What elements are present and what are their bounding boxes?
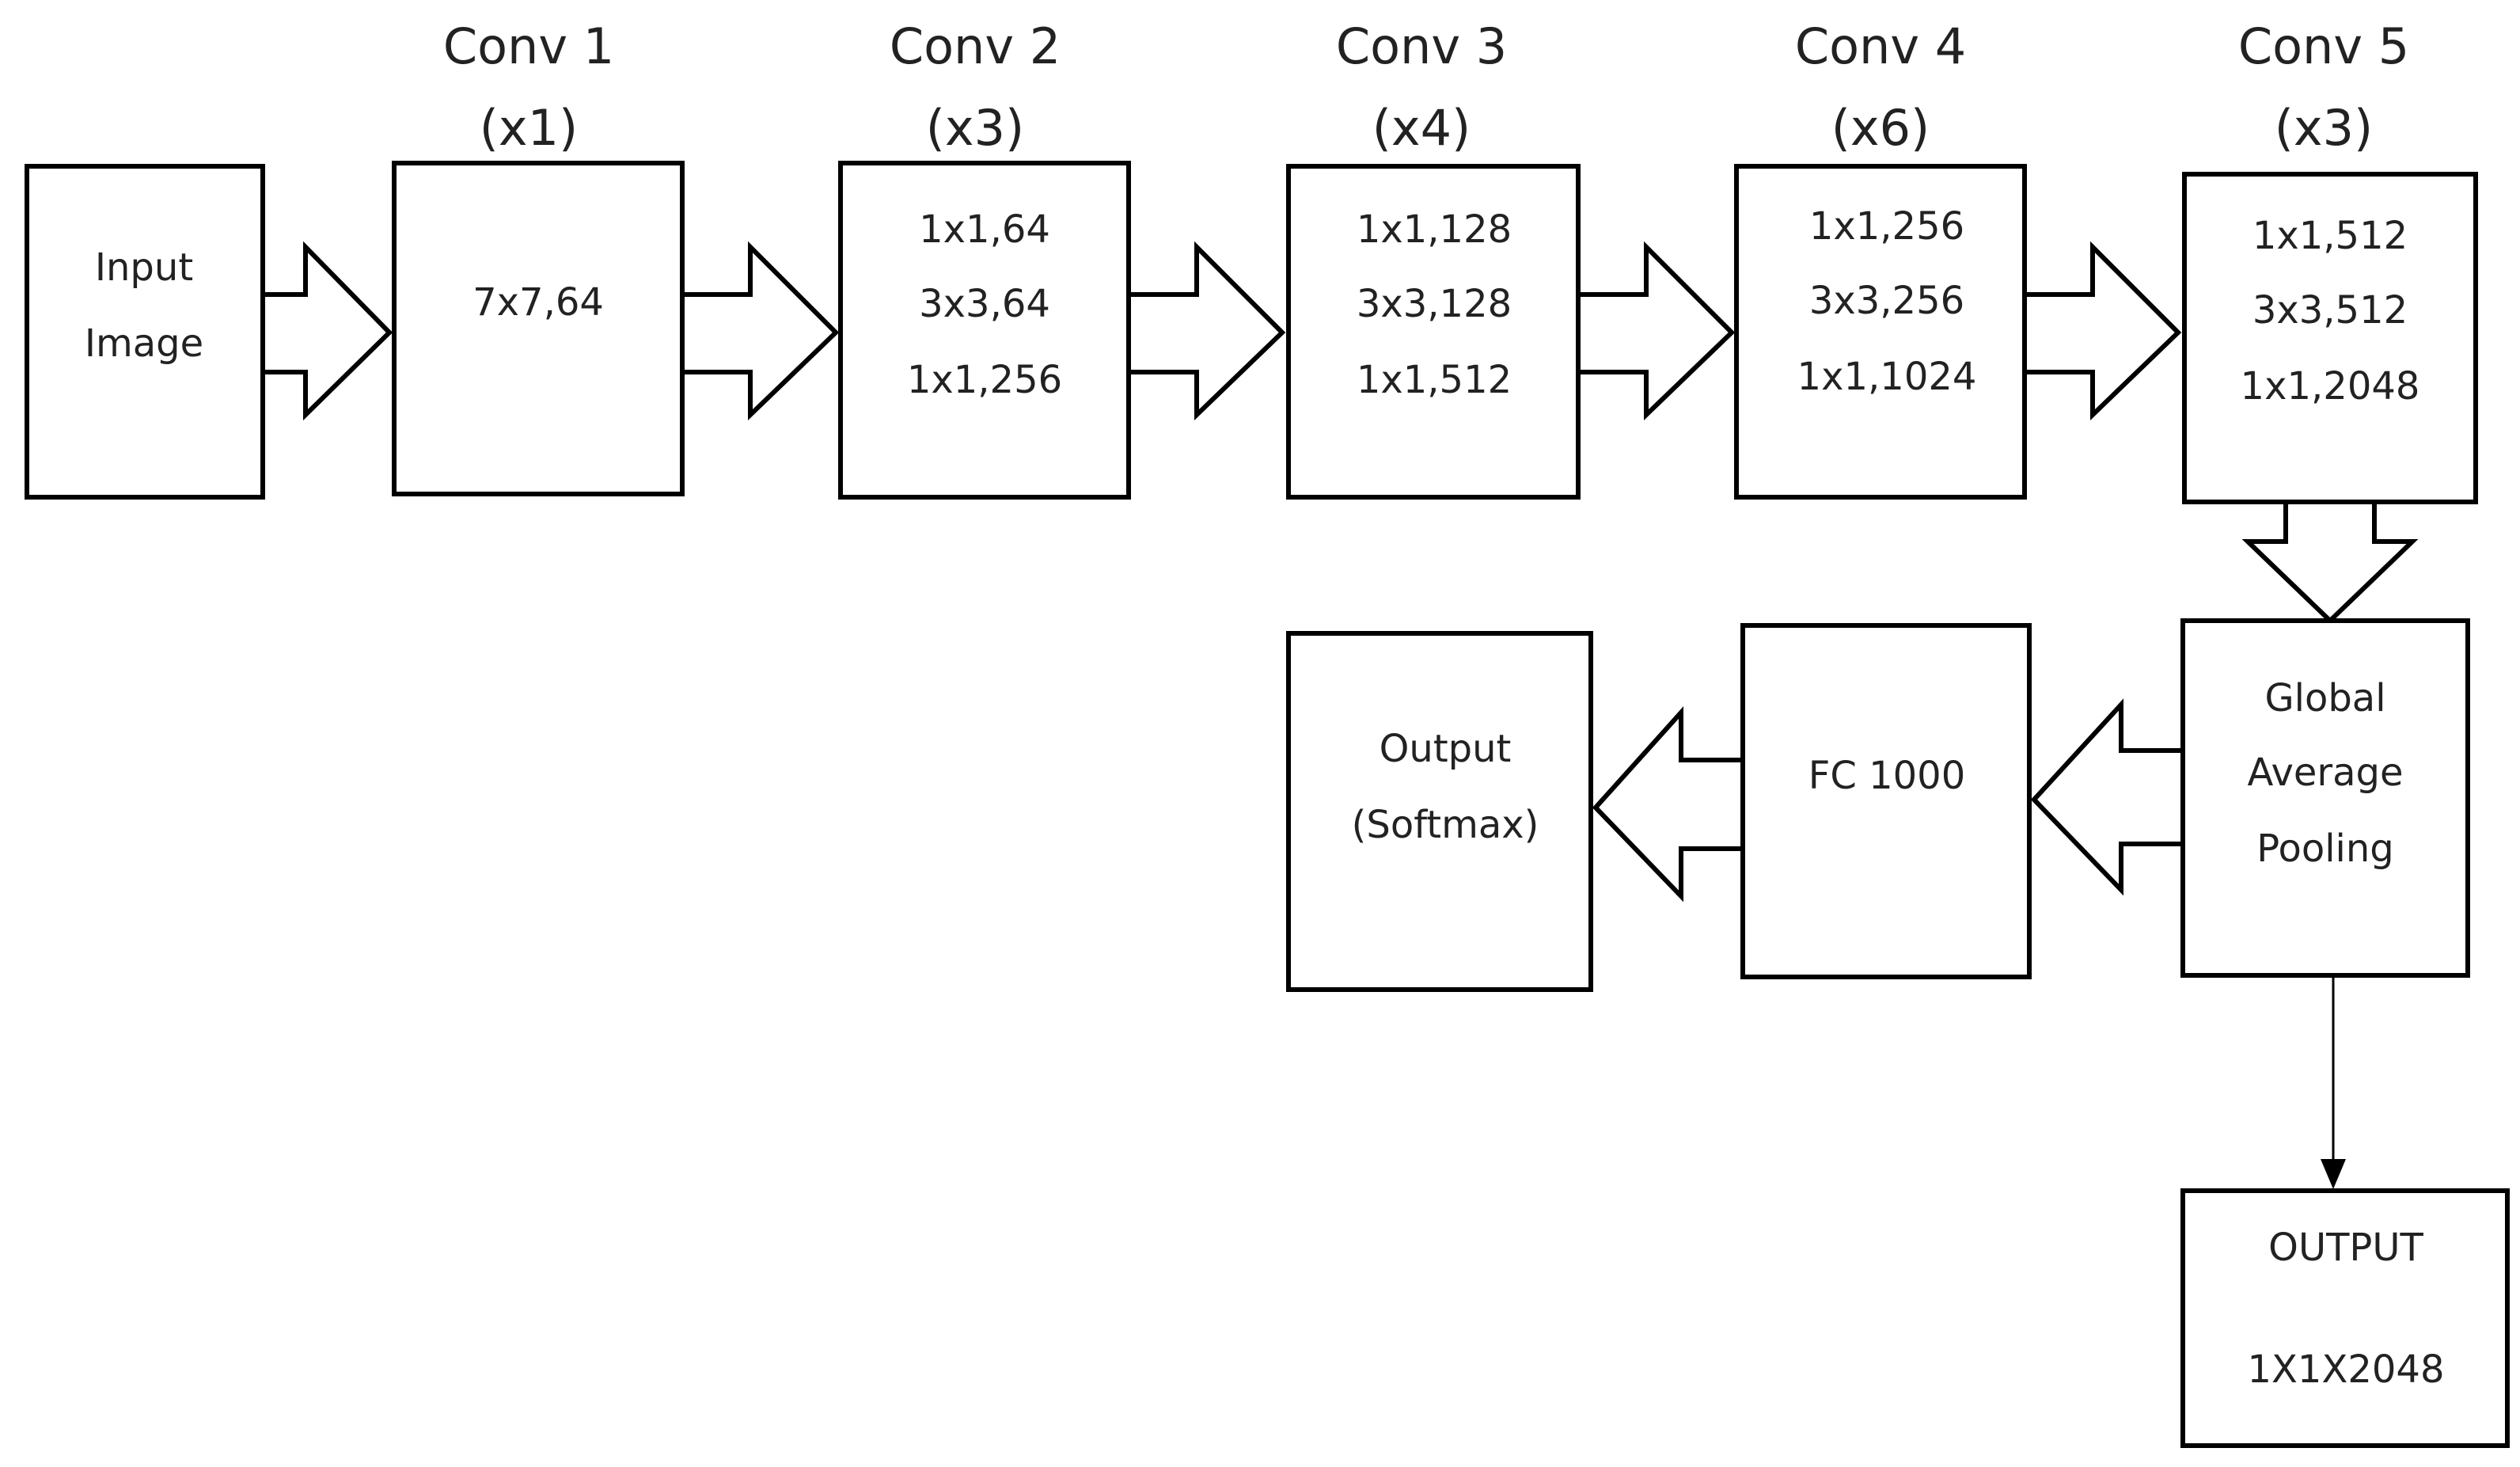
conv1-title: Conv 1 [443,17,614,75]
arrowhead-down [2321,1159,2346,1189]
pooling-label-line2: Average [2247,751,2403,795]
arrow-conv5-to-pooling [2241,502,2419,625]
conv1-box [392,161,685,496]
conv2-title: Conv 2 [890,17,1061,75]
output-title: OUTPUT [2268,1226,2423,1270]
arrow-conv2-to-conv3 [1129,241,1286,421]
conv5-repeat: (x3) [2275,99,2374,157]
conv3-box [1286,164,1581,500]
conv4-layer-2: 3x3,256 [1809,279,1964,323]
conv4-title: Conv 4 [1795,17,1966,75]
input-label-line1: Input [95,245,193,290]
output-shape: 1X1X2048 [2248,1347,2445,1392]
conv4-repeat: (x6) [1831,99,1930,157]
conv2-repeat: (x3) [926,99,1025,157]
conv2-box [838,161,1131,500]
conv3-layer-3: 1x1,512 [1357,358,1512,402]
conv5-layer-1: 1x1,512 [2252,214,2408,258]
pooling-label-line1: Global [2264,676,2385,720]
softmax-label-line1: Output [1380,727,1512,771]
conv3-layer-1: 1x1,128 [1357,207,1512,252]
conv3-title: Conv 3 [1336,17,1507,75]
conv3-repeat: (x4) [1372,99,1471,157]
conv1-layer-1: 7x7,64 [472,280,604,325]
conv4-layer-3: 1x1,1024 [1797,355,1977,399]
conv5-box [2182,172,2478,504]
conv5-layer-3: 1x1,2048 [2241,364,2420,409]
fc-label: FC 1000 [1808,754,1966,798]
conv2-layer-1: 1x1,64 [919,207,1050,252]
fc-1000-box [1740,623,2032,979]
arrow-conv4-to-conv5 [2025,241,2182,421]
conv2-layer-3: 1x1,256 [907,358,1062,402]
arrow-input-to-conv1 [263,241,393,421]
pooling-label-line3: Pooling [2256,827,2394,871]
output-feature-box [2180,1188,2510,1448]
conv5-title: Conv 5 [2238,17,2409,75]
global-average-pooling-box [2180,618,2470,978]
arrow-conv3-to-conv4 [1578,241,1736,421]
arrow-conv1-to-conv2 [682,241,840,421]
arrow-pooling-to-fc [2030,698,2188,896]
conv4-box [1734,164,2027,500]
conv5-layer-2: 3x3,512 [2252,288,2408,333]
conv4-layer-1: 1x1,256 [1809,204,1964,249]
conv1-repeat: (x1) [480,99,579,157]
arrow-fc-to-softmax [1592,706,1743,903]
conv3-layer-2: 3x3,128 [1357,282,1512,326]
input-image-box [25,164,265,500]
softmax-output-box [1286,631,1593,992]
softmax-label-line2: (Softmax) [1352,803,1539,847]
conv2-layer-2: 3x3,64 [919,282,1050,326]
input-label-line2: Image [85,321,203,366]
